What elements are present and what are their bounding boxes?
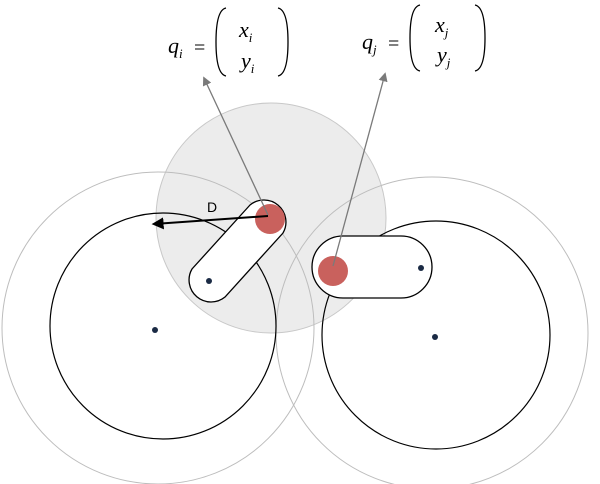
right-inner-circle — [321, 220, 551, 450]
right-eq-lhs: qj — [362, 29, 377, 57]
left-eq-row2: yi — [239, 48, 255, 76]
left-pointer-arrow — [202, 76, 269, 216]
left-circle-center-dot — [152, 327, 158, 333]
right-pointer-arrow — [332, 72, 388, 267]
right-position-equation: qj = xj yj — [362, 4, 486, 72]
left-inner-circle — [49, 212, 277, 440]
right-eq-row1: xj — [434, 12, 449, 40]
right-circle-center-dot — [432, 334, 438, 340]
left-outer-circle — [1, 171, 315, 484]
distance-arrow — [151, 215, 269, 230]
left-eq-row1: xi — [238, 17, 253, 45]
left-eq-open-paren — [215, 7, 227, 77]
left-eq-equals: = — [194, 37, 205, 59]
right-robot-position-dot — [318, 256, 348, 286]
right-eq-open-paren — [409, 4, 421, 72]
left-position-equation: qi = xi yi — [168, 7, 289, 77]
right-robot-axle-dot — [418, 265, 424, 271]
right-eq-equals: = — [388, 33, 399, 55]
left-eq-close-paren — [277, 7, 289, 77]
right-eq-row2: yj — [435, 42, 451, 70]
right-eq-close-paren — [474, 4, 486, 72]
left-robot-position-dot — [255, 204, 285, 234]
distance-label: D — [207, 199, 217, 215]
left-robot-axle-dot — [206, 278, 212, 284]
left-eq-lhs: qi — [168, 33, 183, 61]
